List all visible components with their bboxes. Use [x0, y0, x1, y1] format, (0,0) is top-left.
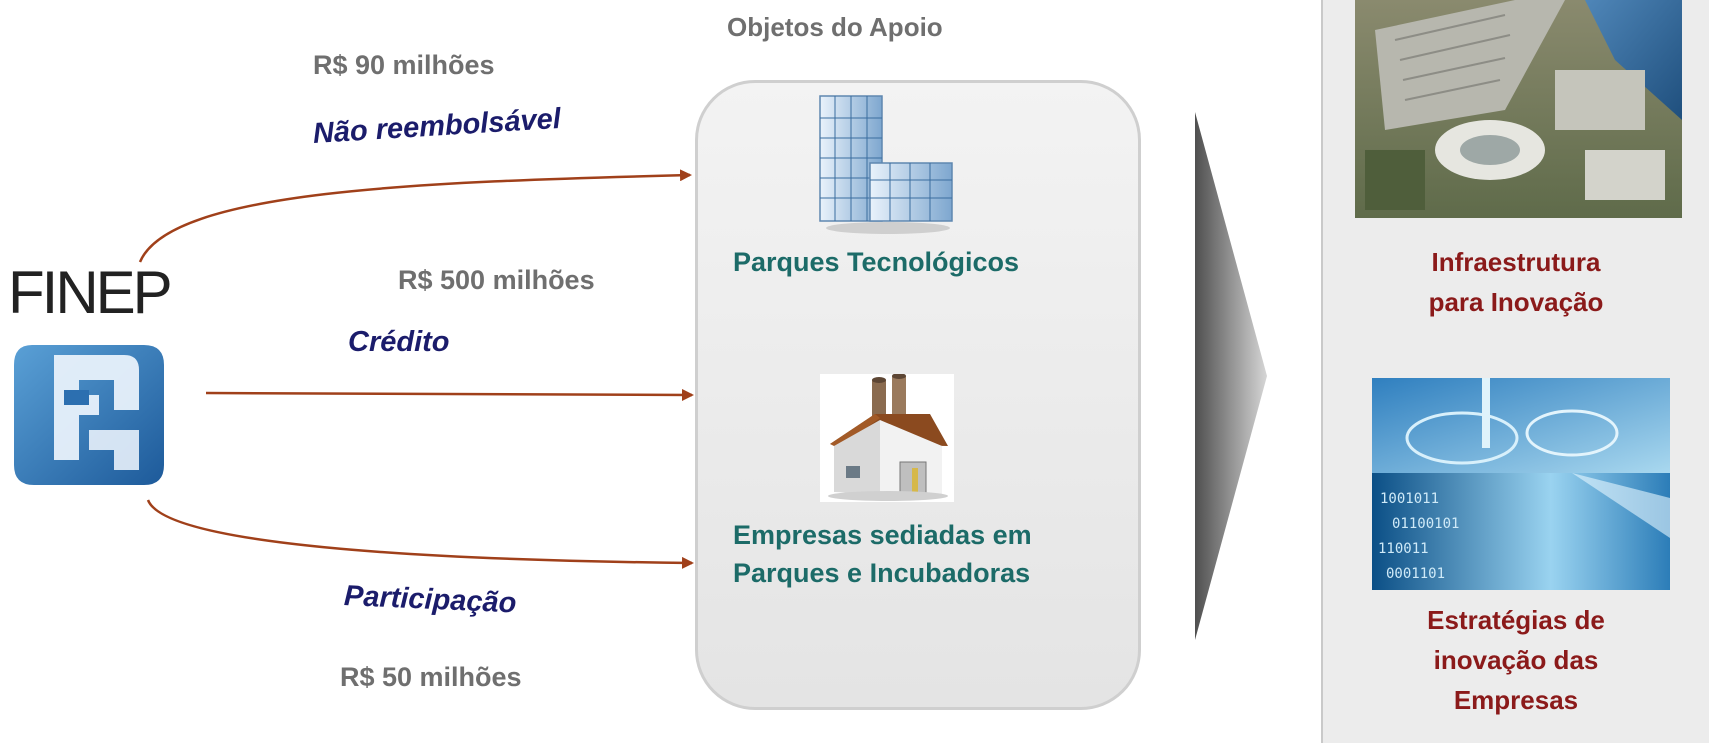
object-label-empresas: Empresas sediadas em Parques e Incubador… — [733, 516, 1032, 592]
outcome-label-infraestrutura: Infraestrutura para Inovação — [1371, 242, 1661, 322]
svg-text:1001011: 1001011 — [1380, 491, 1439, 507]
svg-text:0001101: 0001101 — [1386, 566, 1445, 582]
factory-icon — [820, 374, 954, 502]
flow-kind-2: Crédito — [348, 326, 450, 358]
outcome-2-line-1: Estratégias de — [1427, 605, 1605, 635]
office-building-icon — [819, 95, 953, 234]
outcome-label-estrategias: Estratégias de inovação das Empresas — [1371, 600, 1661, 720]
amount-label-2: R$ 500 milhões — [398, 265, 595, 295]
lab-technology-photo: 1001011 01100101 110011 0001101 — [1372, 378, 1670, 590]
amount-label-1: R$ 90 milhões — [313, 50, 495, 80]
arrow-participacao — [146, 499, 694, 569]
finep-logo-icon — [14, 345, 164, 485]
amount-label-3: R$ 50 milhões — [340, 662, 522, 692]
outcome-2-line-2: inovação das — [1433, 645, 1599, 675]
arrow-credito — [205, 388, 694, 401]
outcome-1-line-2: para Inovação — [1428, 287, 1604, 317]
arrow-nao-reembolsavel — [138, 169, 692, 263]
aerial-campus-photo — [1355, 0, 1682, 218]
chevron-arrow-icon — [1195, 112, 1267, 640]
finep-wordmark: FINEP — [8, 259, 173, 326]
svg-text:110011: 110011 — [1378, 541, 1429, 557]
object-label-empresas-line-1: Empresas sediadas em — [733, 520, 1032, 550]
outcome-2-line-3: Empresas — [1453, 685, 1579, 715]
svg-text:01100101: 01100101 — [1392, 516, 1459, 532]
outcome-1-line-1: Infraestrutura — [1431, 247, 1601, 277]
object-label-empresas-line-2: Parques e Incubadoras — [733, 558, 1031, 588]
object-label-parques: Parques Tecnológicos — [733, 247, 1020, 277]
objects-title: Objetos do Apoio — [727, 12, 943, 42]
